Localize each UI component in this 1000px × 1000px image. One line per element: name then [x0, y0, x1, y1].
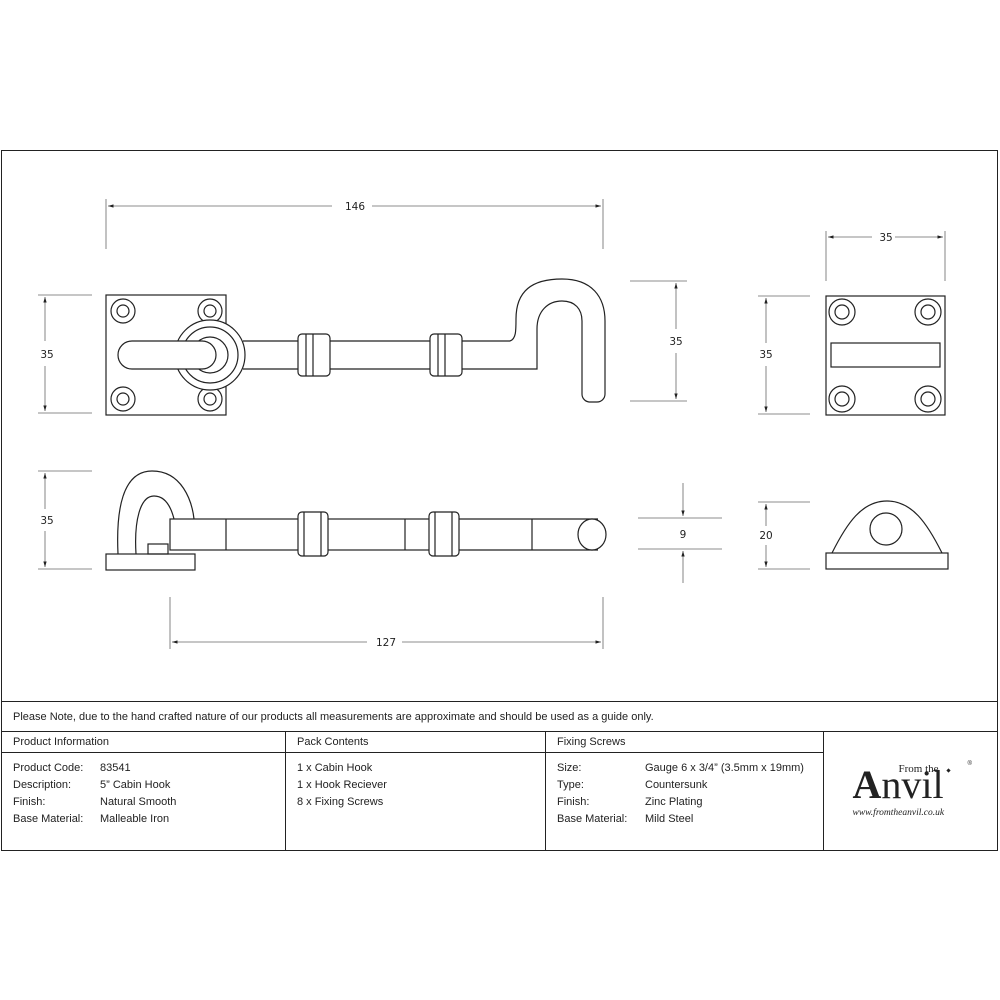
hook-top-view	[38, 199, 687, 416]
dim-side-height: 35	[40, 515, 53, 527]
logo-from-the: From the	[898, 762, 939, 775]
logo-column: From the ® Anvil www.fromtheanvil.co.uk	[824, 732, 997, 851]
pack-contents-column: Pack Contents 1 x Cabin Hook 1 x Hook Re…	[286, 732, 546, 851]
fixing-screws-row: Finish: Zinc Plating	[557, 796, 703, 808]
info-table: Product Information Product Code: 83541 …	[2, 731, 997, 851]
dim-overall-length: 146	[345, 201, 365, 213]
dim-receiver-height: 35	[759, 349, 772, 361]
dim-receiver-side-height: 20	[759, 530, 772, 542]
dim-receiver-width: 35	[879, 232, 892, 244]
fixing-screws-column: Fixing Screws Size: Gauge 6 x 3/4” (3.5m…	[546, 732, 824, 851]
logo-url: www.fromtheanvil.co.uk	[852, 807, 945, 818]
product-info-row: Base Material: Malleable Iron	[13, 813, 170, 825]
product-info-row: Product Code: 83541	[13, 762, 131, 774]
product-info-column: Product Information Product Code: 83541 …	[2, 732, 286, 851]
fixing-screws-row: Type: Countersunk	[557, 779, 708, 791]
receiver-top-view	[758, 231, 946, 416]
logo-wordmark: Anvil	[852, 761, 944, 807]
pack-item: 1 x Hook Reciever	[297, 779, 387, 791]
product-info-row: Finish: Natural Smooth	[13, 796, 177, 808]
dim-hook-height: 35	[669, 336, 682, 348]
technical-drawing: 146 35 35 35 35 35 9 127 20	[38, 199, 949, 649]
registered-icon: ®	[967, 760, 972, 767]
dim-bar-diameter: 9	[680, 529, 687, 541]
product-info-title: Product Information	[2, 732, 285, 753]
pack-item: 8 x Fixing Screws	[297, 796, 384, 808]
fixing-screws-title: Fixing Screws	[546, 732, 823, 753]
fixing-screws-row: Size: Gauge 6 x 3/4” (3.5mm x 19mm)	[557, 762, 804, 774]
receiver-side-view	[758, 500, 949, 570]
disclaimer-note: Please Note, due to the hand crafted nat…	[2, 701, 997, 731]
pack-item: 1 x Cabin Hook	[297, 762, 373, 774]
dim-bar-length: 127	[376, 637, 396, 649]
technical-drawing-sheet: 146 35 35 35 35 35 9 127 20 Please Note,…	[1, 150, 998, 851]
pack-contents-title: Pack Contents	[286, 732, 545, 753]
logo-diamond-icon	[945, 767, 951, 773]
hook-side-view	[38, 470, 722, 649]
product-info-row: Description: 5” Cabin Hook	[13, 779, 171, 791]
fixing-screws-row: Base Material: Mild Steel	[557, 813, 694, 825]
dim-plate-height: 35	[40, 349, 53, 361]
from-the-anvil-logo: From the ® Anvil www.fromtheanvil.co.uk	[847, 761, 975, 823]
